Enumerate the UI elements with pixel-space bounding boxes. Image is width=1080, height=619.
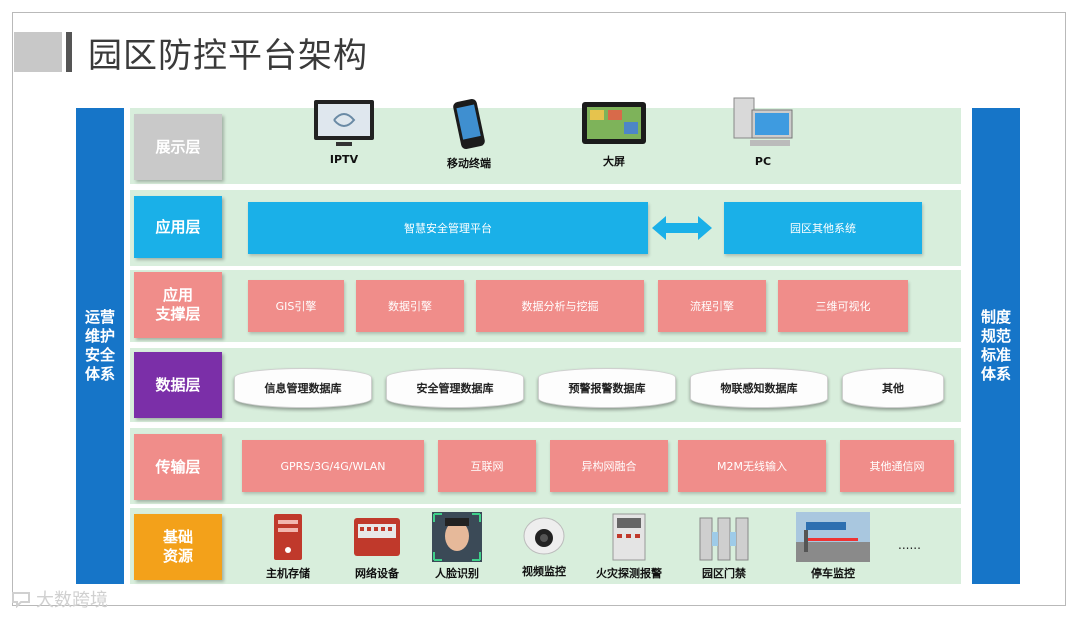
more-items-ellipsis: ...... bbox=[898, 538, 921, 552]
data-layer: 数据层 信息管理数据库 安全管理数据库 预警报警数据库 物联感知数据库 其他 bbox=[130, 348, 961, 422]
base-item-host-storage: 主机存储 bbox=[266, 512, 310, 581]
page-title: 园区防控平台架构 bbox=[88, 36, 368, 76]
support-box: 数据引擎 bbox=[356, 280, 464, 332]
device-mobile: 移动终端 bbox=[447, 98, 491, 171]
support-layer: 应用 支撑层 GIS引擎 数据引擎 数据分析与挖掘 流程引擎 三维可视化 bbox=[130, 270, 961, 342]
device-iptv: IPTV bbox=[312, 98, 376, 166]
base-item-network-device: 网络设备 bbox=[352, 512, 402, 581]
watermark: 大数跨境 bbox=[10, 586, 108, 612]
base-layer-badge: 基础 资源 bbox=[134, 514, 222, 580]
support-layer-badge: 应用 支撑层 bbox=[134, 272, 222, 338]
database-cylinder: 物联感知数据库 bbox=[690, 368, 828, 408]
face-recognition-icon bbox=[432, 512, 482, 562]
database-cylinder: 信息管理数据库 bbox=[234, 368, 372, 408]
device-label: 大屏 bbox=[603, 155, 625, 168]
base-resources-layer: 基础 资源 主机存储 网络设备 人脸识别 视频监控 火灾探测报警 园区门禁 停车… bbox=[130, 508, 961, 584]
device-label: PC bbox=[754, 155, 772, 168]
database-cylinder: 安全管理数据库 bbox=[386, 368, 524, 408]
right-side-label: 制度规范标准体系 bbox=[972, 108, 1020, 584]
data-layer-badge: 数据层 bbox=[134, 352, 222, 418]
mobile-phone-icon bbox=[453, 98, 485, 150]
other-park-systems-box: 园区其他系统 bbox=[724, 202, 922, 254]
base-item-parking-monitor: 停车监控 bbox=[796, 512, 870, 581]
fire-alarm-panel-icon bbox=[612, 513, 646, 561]
transport-box: 其他通信网 bbox=[840, 440, 954, 492]
server-icon bbox=[274, 514, 302, 560]
transport-box: GPRS/3G/4G/WLAN bbox=[242, 440, 424, 492]
turnstile-gate-icon bbox=[699, 517, 749, 561]
dome-camera-icon bbox=[523, 517, 565, 555]
support-box: 三维可视化 bbox=[778, 280, 908, 332]
smart-security-platform-box: 智慧安全管理平台 bbox=[248, 202, 648, 254]
left-side-label: 运营维护安全体系 bbox=[76, 108, 124, 584]
title-decor-block bbox=[14, 32, 62, 72]
bidirectional-arrow-icon bbox=[652, 216, 712, 240]
base-item-face-recognition: 人脸识别 bbox=[432, 512, 482, 581]
database-cylinder: 预警报警数据库 bbox=[538, 368, 676, 408]
transport-layer-badge: 传输层 bbox=[134, 434, 222, 500]
device-pc: PC bbox=[730, 96, 796, 168]
support-box: GIS引擎 bbox=[248, 280, 344, 332]
base-item-video-surveillance: 视频监控 bbox=[520, 514, 568, 579]
device-bigscreen: 大屏 bbox=[580, 98, 648, 169]
device-label: 移动终端 bbox=[447, 157, 491, 170]
tv-icon bbox=[314, 100, 374, 146]
device-label: IPTV bbox=[329, 153, 359, 166]
display-layer: 展示层 IPTV 移动终端 大屏 P bbox=[130, 97, 961, 184]
application-layer: 应用层 智慧安全管理平台 园区其他系统 bbox=[130, 190, 961, 266]
chat-bubble-logo-icon bbox=[12, 592, 30, 608]
base-item-fire-alarm: 火灾探测报警 bbox=[596, 512, 662, 581]
transport-box: M2M无线输入 bbox=[678, 440, 826, 492]
support-box: 数据分析与挖掘 bbox=[476, 280, 644, 332]
application-layer-badge: 应用层 bbox=[134, 196, 222, 258]
title-decor-bar bbox=[66, 32, 72, 72]
transport-box: 异构网融合 bbox=[550, 440, 668, 492]
database-cylinder: 其他 bbox=[842, 368, 944, 408]
tablet-screen-icon bbox=[582, 102, 646, 144]
support-box: 流程引擎 bbox=[658, 280, 766, 332]
transport-layer: 传输层 GPRS/3G/4G/WLAN 互联网 异构网融合 M2M无线输入 其他… bbox=[130, 428, 961, 504]
desktop-computer-icon bbox=[733, 97, 793, 146]
base-item-park-access: 园区门禁 bbox=[696, 512, 752, 581]
network-switch-icon bbox=[354, 518, 400, 556]
parking-gate-icon bbox=[796, 512, 870, 562]
transport-box: 互联网 bbox=[438, 440, 536, 492]
display-layer-badge: 展示层 bbox=[134, 114, 222, 180]
